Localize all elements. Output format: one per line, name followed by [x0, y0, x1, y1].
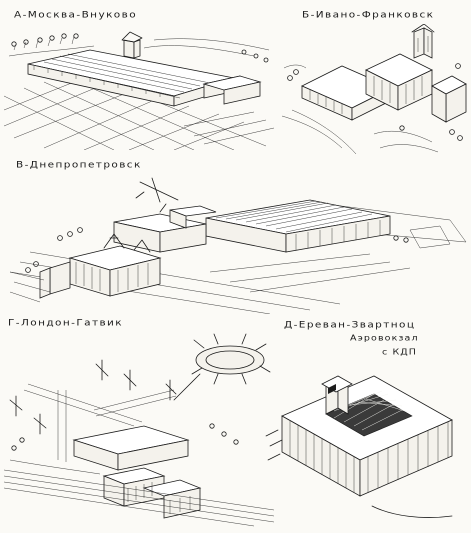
trees-a — [11, 33, 269, 63]
ground-d — [265, 429, 453, 518]
trees-g — [11, 423, 239, 451]
main-hall — [205, 199, 391, 253]
railway-g — [4, 459, 274, 527]
terminal-complex — [72, 425, 202, 519]
panel-b-drawing — [282, 24, 468, 154]
aircraft-g — [9, 359, 177, 435]
satellite-ring — [173, 333, 271, 401]
panel-g-svg — [4, 333, 274, 527]
caption-panel-v: В-Днепропетровск — [16, 160, 142, 170]
panel-v-svg — [10, 177, 467, 314]
panel-a-svg — [4, 31, 274, 150]
trees-b — [287, 63, 463, 141]
caption-panel-g: Г-Лондон-Гатвик — [8, 318, 124, 328]
station-building — [301, 24, 467, 123]
panel-v-drawing — [10, 172, 470, 314]
panel-d-svg — [265, 375, 453, 518]
panel-b-svg — [282, 24, 467, 154]
caption-panel-b: Б-Ивано-Франковск — [302, 10, 435, 20]
apron-grid — [4, 71, 267, 150]
terminal-building — [27, 31, 262, 107]
panel-d-drawing — [262, 356, 468, 532]
piers-g — [23, 383, 177, 462]
panel-g-drawing — [4, 330, 274, 530]
caption-panel-a: А-Москва-Внуково — [14, 10, 138, 20]
front-station — [39, 233, 162, 299]
roads-b — [282, 64, 439, 154]
caption-panel-d-line2: Аэровокзал — [350, 334, 419, 344]
forecourt — [8, 35, 274, 145]
zvartnots-building — [281, 375, 453, 497]
trees-v — [25, 227, 409, 273]
mid-blocks — [113, 205, 217, 253]
caption-panel-d-line3: с КДП — [382, 348, 418, 358]
aircraft-v — [135, 177, 179, 213]
left-side-v — [10, 225, 451, 303]
caption-panel-d-line1: Д-Ереван-Звартноц — [284, 320, 416, 330]
panel-a-drawing — [4, 26, 274, 150]
